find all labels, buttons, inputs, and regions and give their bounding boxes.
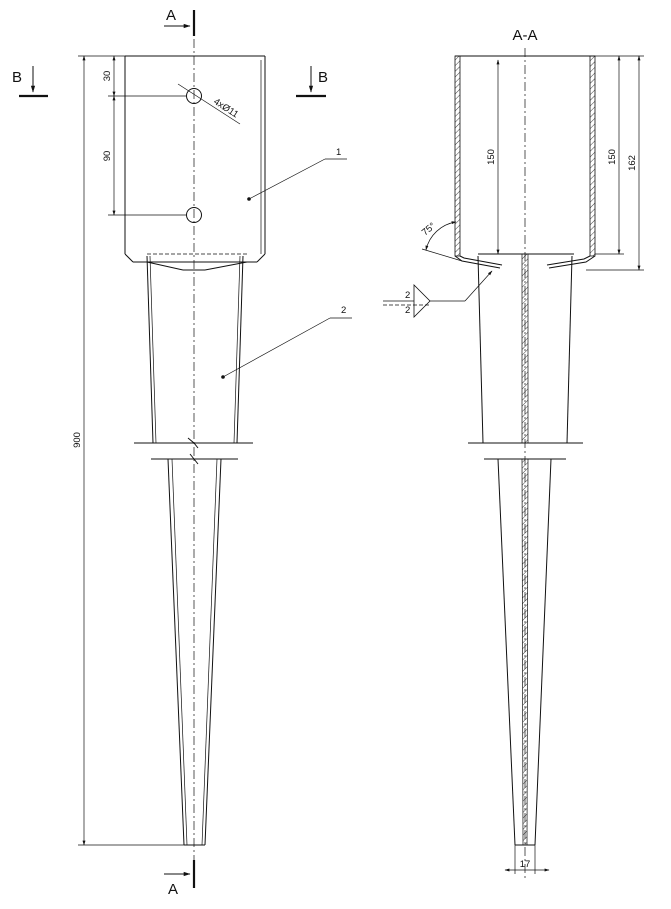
part-1-leader: 1 — [247, 147, 347, 201]
spike-lower — [167, 458, 222, 846]
weld-size-bottom: 2 — [405, 305, 410, 316]
dimension-900: 900 — [72, 55, 184, 846]
part-1-label: 1 — [336, 147, 341, 158]
dimension-150-left: 150 — [486, 59, 500, 255]
section-marker-top: A — [164, 7, 196, 36]
section-label-bottom: A — [168, 881, 178, 898]
section-view: A-A — [383, 27, 644, 880]
front-view: 900 30 90 4xØ11 1 2 — [12, 7, 352, 898]
socket-wall-left — [454, 55, 461, 257]
spike-profile-section — [477, 255, 573, 846]
weld-size-top: 2 — [405, 290, 410, 301]
section-label-top: A — [166, 7, 176, 24]
dimension-17: 17 — [504, 845, 550, 874]
socket-wall-right — [589, 55, 596, 257]
view-label-b-left: B — [12, 69, 22, 86]
dimension-label-90: 90 — [102, 151, 113, 162]
dimension-162: 162 — [586, 55, 644, 271]
dimension-label-900: 900 — [72, 432, 83, 448]
bolt-hole-upper — [186, 88, 202, 104]
socket-outline — [124, 55, 266, 271]
part-2-label: 2 — [341, 305, 346, 316]
part-2-leader: 2 — [221, 305, 352, 379]
section-title: A-A — [512, 27, 537, 44]
dimension-hole-spacing: 30 90 — [102, 55, 186, 216]
section-marker-bottom: A — [164, 860, 196, 898]
spike-plate-section — [521, 253, 529, 846]
view-marker-b-left: B — [12, 66, 48, 98]
dimension-label-150-left: 150 — [486, 149, 497, 165]
dimension-label-30: 30 — [102, 71, 113, 82]
view-label-b-right: B — [318, 69, 328, 86]
dimension-label-150-right: 150 — [607, 149, 618, 165]
dimension-150-right: 150 — [595, 55, 624, 255]
dimension-label-17: 17 — [520, 859, 531, 870]
break-lines-section — [468, 442, 583, 460]
bolt-hole-lower — [186, 207, 202, 223]
weld-symbol: 2 2 — [383, 270, 493, 318]
view-marker-b-right: B — [296, 66, 328, 98]
hole-callout: 4xØ11 — [177, 83, 240, 125]
angle-label: 75° — [420, 221, 438, 239]
break-lines-front — [134, 437, 253, 465]
spike-upper — [146, 255, 244, 444]
dimension-label-162: 162 — [627, 155, 638, 171]
